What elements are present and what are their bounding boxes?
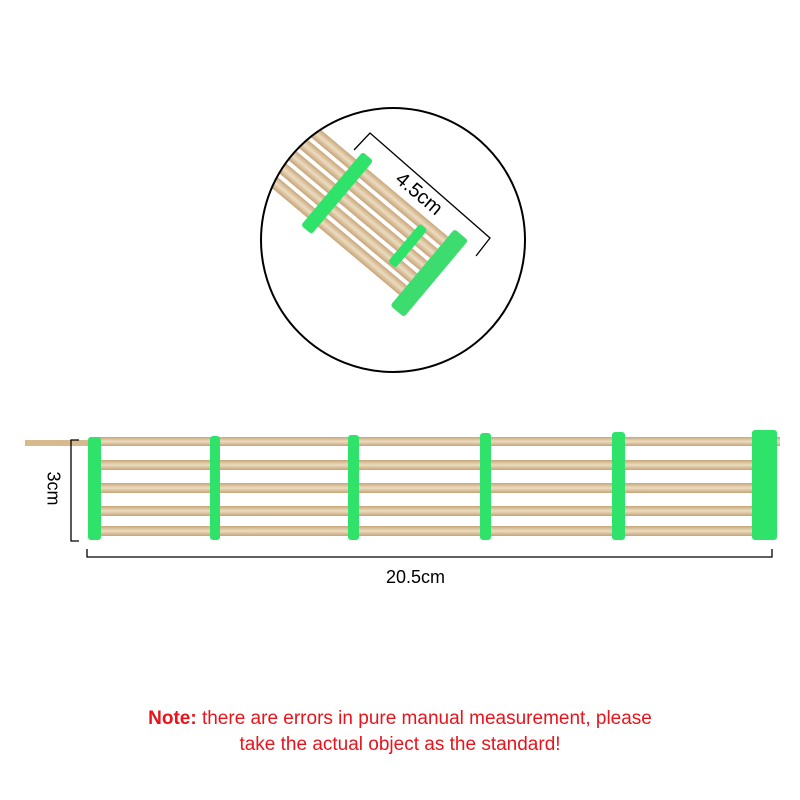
note-line-2: take the actual object as the standard! <box>239 734 561 755</box>
end-plate <box>391 230 468 316</box>
height-label: 3cm <box>43 471 64 506</box>
note-line-1: Note: there are errors in pure manual me… <box>0 706 800 732</box>
bracket <box>210 436 220 540</box>
bracket <box>389 224 427 267</box>
depth-dimension-line <box>353 132 491 257</box>
cage-side-view <box>25 430 780 540</box>
bracket <box>88 437 101 540</box>
detail-circle <box>260 107 526 373</box>
bracket <box>302 153 373 234</box>
bracket <box>348 435 359 540</box>
note-text-1: there are errors in pure manual measurem… <box>196 708 652 729</box>
note-prefix: Note: <box>148 708 197 729</box>
end-plate <box>752 430 777 540</box>
bracket <box>612 432 625 540</box>
bracket <box>480 433 491 540</box>
height-dimension-line <box>70 439 79 542</box>
length-label: 20.5cm <box>386 567 446 587</box>
length-dimension-line <box>86 549 773 558</box>
